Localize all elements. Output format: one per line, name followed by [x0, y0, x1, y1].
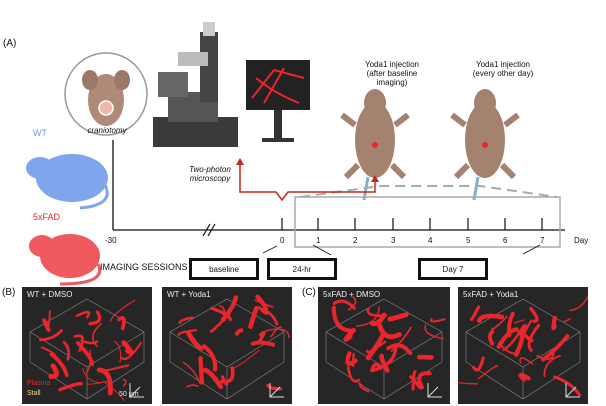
wt-mouse [26, 154, 109, 210]
tick-label: 7 [540, 236, 545, 245]
mouse-injection-1 [340, 89, 410, 201]
image-wt-yoda1: WT + Yoda1 [162, 287, 292, 404]
injection-label-2: Yoda1 injection (every other day) [472, 60, 534, 78]
craniotomy-illustration [64, 52, 148, 136]
vessel-render [325, 296, 446, 400]
legend-stall: Stall [27, 390, 41, 397]
panel-c-label: (C) [302, 287, 316, 298]
legend-plasma: Plasma [27, 380, 51, 387]
session-24hr: 24-hr [267, 258, 337, 280]
tick-label: 3 [391, 236, 396, 245]
tick-label: 2 [353, 236, 358, 245]
vessel-render [29, 298, 145, 402]
vessel-render [169, 294, 290, 400]
tick-label: 6 [503, 236, 508, 245]
group-wt-label: WT [33, 128, 47, 138]
injection-label-1: Yoda1 injection (after baseline imaging) [365, 60, 419, 87]
panel-b-label: (B) [2, 287, 16, 298]
mouse-injection-2 [450, 89, 520, 201]
tick-label: 5 [466, 236, 471, 245]
panel-a-label: (A) [3, 38, 17, 49]
image-wt-dmso: WT + DMSO Plasma Stall 50 μm [22, 287, 152, 404]
microscope-illustration [153, 22, 238, 147]
day-axis-label: Day [574, 236, 589, 245]
image-5xfad-dmso: 5xFAD + DMSO [318, 287, 450, 404]
panel-title: 5xFAD + DMSO [323, 290, 381, 299]
tick-label: 1 [316, 236, 321, 245]
craniotomy-label: craniotomy [87, 126, 127, 135]
timeline [112, 140, 565, 256]
session-day7: Day 7 [418, 258, 488, 280]
imaging-sessions-label: IMAGING SESSIONS [100, 262, 188, 272]
scale-bar-label: 50 μm [119, 391, 139, 398]
tick-label-start: -30 [105, 236, 117, 245]
microscopy-label: Two-photon microscopy [189, 165, 231, 183]
panel-title: WT + DMSO [27, 290, 73, 299]
group-5xfad-label: 5xFAD [33, 212, 61, 222]
tick-label: 0 [280, 236, 285, 245]
tick-label: 4 [428, 236, 433, 245]
panel-title: WT + Yoda1 [167, 290, 211, 299]
session-baseline: baseline [189, 258, 259, 280]
panel-title: 5xFAD + Yoda1 [463, 290, 519, 299]
image-5xfad-yoda1: 5xFAD + Yoda1 [458, 287, 588, 404]
vessel-render [458, 294, 588, 400]
5xfad-mouse [29, 234, 102, 286]
monitor-illustration [246, 60, 310, 142]
